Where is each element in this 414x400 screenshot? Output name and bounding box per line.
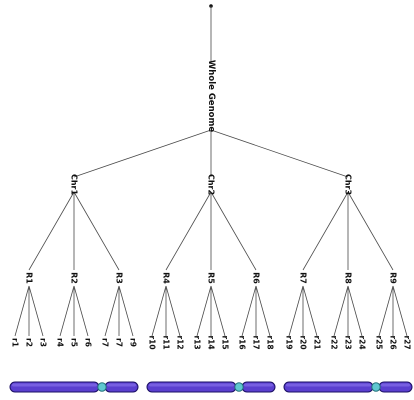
chromosome-highlight: [107, 383, 136, 387]
leaf-label: r7: [115, 338, 124, 347]
leaf-label: r25: [375, 335, 384, 349]
chromosome-label: Chr2: [207, 174, 216, 195]
centromere: [234, 382, 244, 392]
edge-region-leaf: [241, 285, 257, 337]
edge-region-leaf: [378, 285, 394, 337]
edge-region-leaf: [210, 285, 226, 337]
edge-region-leaf: [288, 285, 304, 337]
centromere: [97, 382, 107, 392]
leaf-label: r19: [285, 335, 294, 349]
chromosome-highlight: [286, 383, 371, 387]
leaf-label: r16: [238, 335, 247, 349]
chromosome-ideogram: [146, 381, 276, 393]
edge-root-chr1: [73, 129, 212, 178]
region-label: R9: [389, 272, 398, 284]
region-label: R6: [252, 272, 261, 284]
edge-chr-region: [302, 191, 349, 271]
leaf-label: r23: [344, 335, 353, 349]
chromosome-highlight: [244, 383, 273, 387]
leaf-label: r11: [162, 335, 171, 349]
chromosome-label: Chr1: [70, 174, 79, 196]
edge-chr-region: [347, 191, 394, 271]
region-label: R4: [162, 272, 171, 284]
tree-edges: [14, 4, 408, 337]
root-label: Whole Genome: [206, 60, 216, 132]
leaf-label: r20: [299, 335, 308, 349]
leaf-label: r21: [313, 335, 322, 349]
leaf-label: r18: [266, 335, 275, 349]
leaf-label: r10: [148, 335, 157, 349]
chromosome-label: Chr3: [344, 174, 353, 195]
edge-region-leaf: [73, 285, 89, 337]
leaf-label: r2: [25, 338, 34, 347]
chromosome-ideograms: [9, 381, 413, 393]
leaf-label: r3: [39, 338, 48, 347]
edge-region-leaf: [104, 285, 120, 337]
leaf-label: r7: [101, 338, 110, 347]
region-label: R5: [207, 272, 216, 284]
edge-region-leaf: [302, 285, 318, 337]
chromosome-highlight: [381, 383, 410, 387]
leaf-label: r9: [129, 338, 138, 347]
leaf-label: r1: [11, 338, 20, 347]
edge-region-leaf: [59, 285, 75, 337]
leaf-label: r27: [403, 335, 412, 349]
edge-region-leaf: [347, 285, 363, 337]
leaf-label: r24: [358, 335, 367, 349]
leaf-label: r13: [193, 335, 202, 349]
chromosome-highlight: [12, 383, 97, 387]
region-label: R3: [115, 272, 124, 284]
leaf-label: r5: [70, 338, 79, 347]
edge-region-leaf: [14, 285, 30, 337]
edge-root-chr3: [210, 129, 349, 178]
leaf-label: r22: [330, 335, 339, 349]
region-label: R1: [25, 272, 34, 284]
leaf-label: r15: [221, 335, 230, 349]
leaf-label: r12: [176, 335, 185, 349]
edge-chr-region: [73, 191, 120, 271]
edge-region-leaf: [165, 285, 181, 337]
edge-region-leaf: [151, 285, 167, 337]
centromere: [371, 382, 381, 392]
region-label: R2: [70, 272, 79, 284]
leaf-label: r17: [252, 335, 261, 349]
leaf-label: r4: [56, 338, 65, 347]
leaf-label: r26: [389, 335, 398, 349]
chromosome-ideogram: [9, 381, 139, 393]
leaf-label: r6: [84, 338, 93, 347]
edge-region-leaf: [28, 285, 44, 337]
edge-region-leaf: [255, 285, 271, 337]
leaf-label: r14: [207, 335, 216, 349]
edge-region-leaf: [333, 285, 349, 337]
edge-region-leaf: [118, 285, 134, 337]
edge-chr-region: [28, 191, 75, 271]
edge-chr-region: [165, 191, 212, 271]
edge-chr-region: [210, 191, 257, 271]
edge-region-leaf: [392, 285, 408, 337]
region-label: R8: [344, 272, 353, 284]
chromosome-highlight: [149, 383, 234, 387]
edge-region-leaf: [196, 285, 212, 337]
chromosome-ideogram: [283, 381, 413, 393]
region-label: R7: [299, 272, 308, 284]
